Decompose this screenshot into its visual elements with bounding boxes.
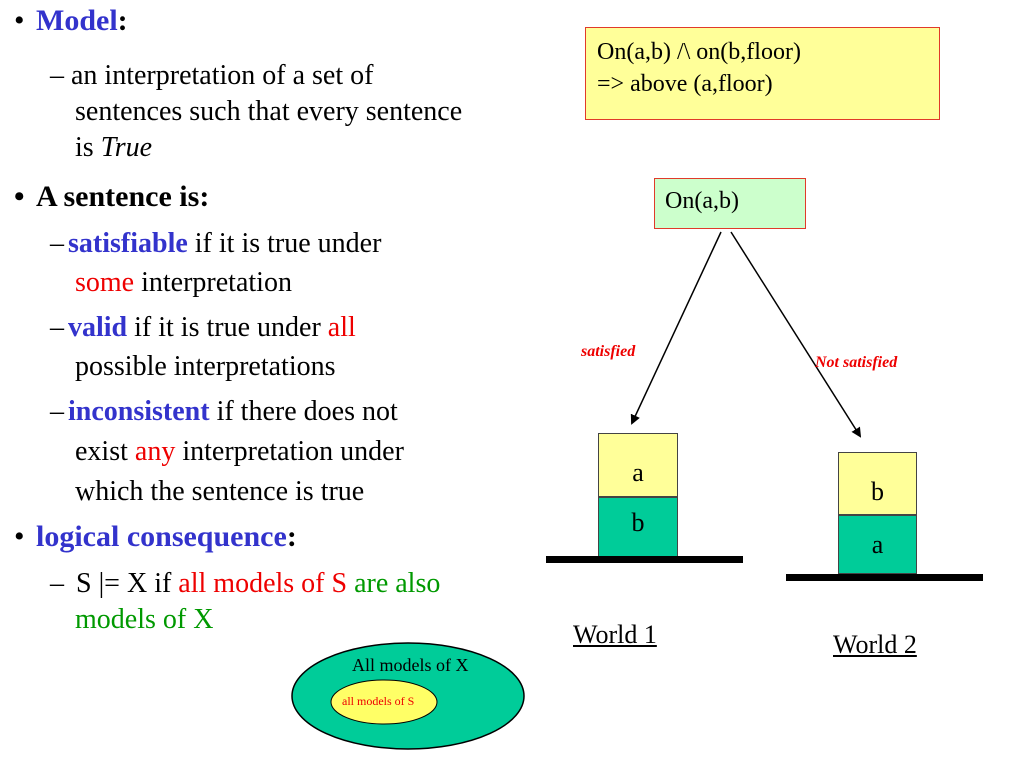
edge-to-world1-arrow [630,231,722,425]
formula-line2: => above (a,floor) [597,71,773,97]
model-def-line3: is [75,132,101,163]
inconsistent-rest: if there does not [209,396,398,427]
bullet-glyph: • [14,180,25,213]
world2-block-bottom-label: a [871,530,884,559]
valid-line2: possible interpretations [75,351,336,382]
dash: – [50,228,64,259]
bullet-glyph: • [14,4,25,37]
model-def-line2: sentences such that every sentence [75,96,463,127]
root-node: On(a,b) [654,178,806,229]
consequence-bullet: • logical consequence: [14,520,297,554]
inconsistent-line3: which the sentence is true [75,476,365,507]
bullet-glyph: • [14,520,25,553]
formula-box: On(a,b) /\ on(b,floor) => above (a,floor… [585,27,940,120]
satisfiable-rest: if it is true under [187,228,382,259]
exist-word: exist [75,436,135,467]
world1-block-top-label: a [632,458,644,487]
are-also-text: are also [347,568,441,599]
world2-block-top: b [838,452,917,515]
sentence-bullet: • A sentence is: [14,180,209,214]
world2-label: World 2 [833,630,917,659]
world2-floor [786,574,983,581]
models-of-s-text: all models of S [178,568,348,599]
dash: – [50,60,64,91]
consequence-colon: : [286,520,297,553]
world1-block-top: a [598,433,678,497]
world2-block-top-label: b [871,477,884,506]
dash: – [50,568,64,599]
world2-block-bottom: a [838,515,917,574]
model-def-line1: an interpretation of a set of [71,60,374,91]
dash: – [50,396,64,427]
consequence-term: logical consequence [36,520,287,553]
inconsistent-line2: interpretation under [175,436,404,467]
not-satisfied-label: Not satisfied [815,354,898,371]
some-word: some [75,267,135,298]
world1-block-bottom: b [598,497,678,557]
model-term: Model [36,4,118,37]
valid-rest: if it is true under [127,312,328,343]
sentence-heading: A sentence is: [36,180,210,213]
dash: – [50,312,64,343]
root-node-label: On(a,b) [665,188,739,214]
model-bullet: • Model: [14,4,128,38]
world1-label: World 1 [573,620,657,649]
any-word: any [134,436,176,467]
world1-floor [546,556,743,563]
satisfiable-line2: interpretation [134,267,292,298]
edge-to-world2-arrow [730,231,862,438]
world1-block-bottom-label: b [631,508,645,537]
satisfied-label: satisfied [581,343,636,360]
model-colon: : [117,4,128,37]
models-of-x-text: models of X [75,604,214,635]
venn-inner-ellipse [330,679,438,725]
true-word: True [100,132,153,163]
venn-inner-label: all models of S [342,694,415,708]
venn-diagram [291,642,525,750]
satisfiable-term: satisfiable [68,228,188,259]
inconsistent-term: inconsistent [68,396,210,427]
all-word: all [327,312,356,343]
formula-line1: On(a,b) /\ on(b,floor) [597,39,801,65]
venn-outer-label: All models of X [352,655,469,675]
entails-notation: S |= X if [76,568,179,599]
valid-term: valid [68,312,128,343]
